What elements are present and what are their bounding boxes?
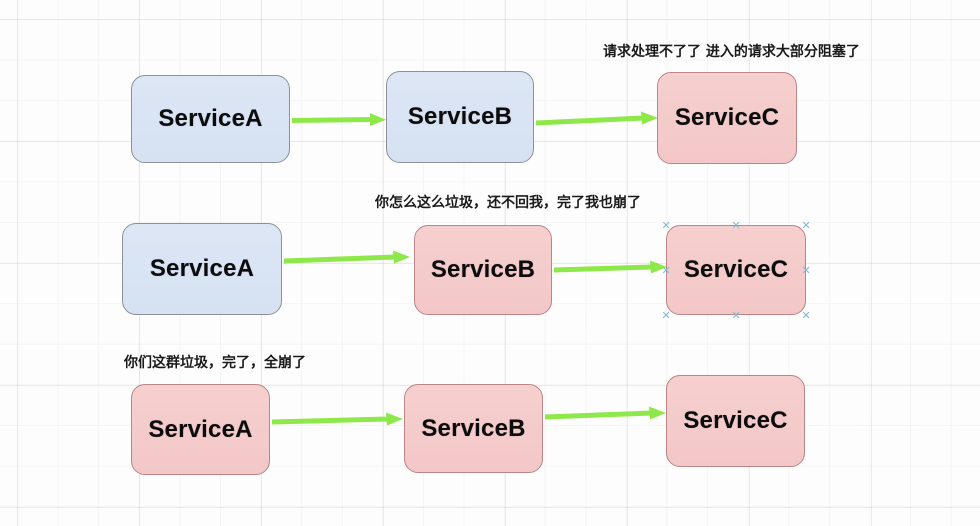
node-label: ServiceB	[407, 103, 513, 130]
resize-handle-ne[interactable]: ✕	[801, 218, 811, 232]
row-1-annotation: 请求处理不了了 进入的请求大部分阻塞了	[603, 44, 860, 60]
row-3-node-serviceb[interactable]: ServiceB	[404, 384, 543, 473]
row-2-node-servicea[interactable]: ServiceA	[122, 223, 282, 315]
row-3-arrow-a-to-b[interactable]	[271, 410, 403, 430]
node-label: ServiceC	[683, 407, 788, 434]
node-label: ServiceA	[149, 255, 255, 282]
row-1-arrow-b-to-c[interactable]	[535, 110, 658, 130]
row-2-arrow-b-to-c[interactable]	[553, 258, 667, 278]
row-3-arrow-b-to-c[interactable]	[544, 404, 666, 424]
row-2-node-servicec[interactable]: ServiceC	[666, 225, 806, 315]
row-2-arrow-a-to-b[interactable]	[283, 248, 410, 268]
row-2-annotation: 你怎么这么垃圾，还不回我，完了我也崩了	[375, 195, 641, 211]
resize-handle-se[interactable]: ✕	[801, 308, 811, 322]
row-1-arrow-a-to-b[interactable]	[291, 110, 386, 130]
node-label: ServiceB	[421, 414, 526, 442]
node-label: ServiceA	[148, 415, 253, 443]
row-3-node-servicea[interactable]: ServiceA	[131, 384, 270, 475]
node-label: ServiceC	[683, 256, 789, 283]
row-1-node-serviceb[interactable]: ServiceB	[386, 71, 534, 163]
resize-handle-sw[interactable]: ✕	[661, 308, 671, 322]
row-1-node-servicec[interactable]: ServiceC	[657, 72, 797, 164]
row-3-node-servicec[interactable]: ServiceC	[666, 375, 805, 467]
node-label: ServiceB	[430, 256, 536, 283]
row-1-node-servicea[interactable]: ServiceA	[131, 75, 290, 163]
node-label: ServiceC	[674, 104, 780, 131]
node-label: ServiceA	[158, 105, 263, 132]
row-3-annotation: 你们这群垃圾，完了，全崩了	[124, 355, 306, 371]
row-2-node-serviceb[interactable]: ServiceB	[414, 225, 552, 315]
